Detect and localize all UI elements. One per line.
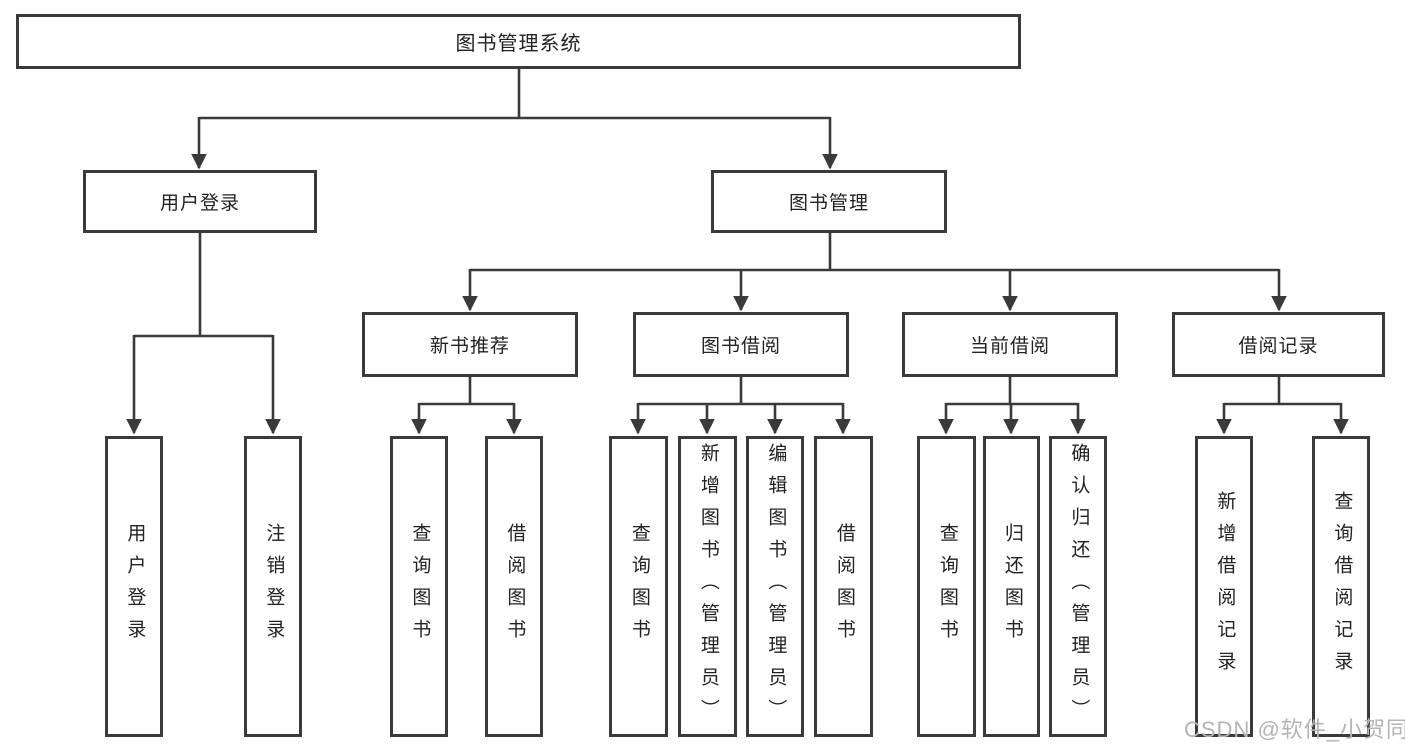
leaf-user-login: 用户登录 (105, 436, 163, 737)
leaf-borrowing-borrow-books: 借阅图书 (814, 436, 873, 737)
node-new-book-recommend: 新书推荐 (362, 312, 578, 377)
leaf-records-add-record-label: 新增借阅记录 (1214, 490, 1236, 683)
leaf-borrowing-edit-books-admin: 编辑图书（管理员） (746, 436, 804, 737)
leaf-borrowing-add-books-admin: 新增图书（管理员） (678, 436, 737, 737)
leaf-borrowing-query-books: 查询图书 (609, 436, 668, 737)
leaf-records-query-record-label: 查询借阅记录 (1331, 490, 1353, 683)
watermark-text: CSDN @软件_小贺同学 (1184, 717, 1405, 742)
node-book-borrowing: 图书借阅 (633, 312, 849, 377)
leaf-records-query-record: 查询借阅记录 (1312, 436, 1370, 737)
leaf-current-return-books: 归还图书 (983, 436, 1040, 737)
node-book-management-label: 图书管理 (788, 193, 869, 214)
leaf-current-confirm-return-admin-label: 确认归还（管理员） (1068, 442, 1090, 731)
leaf-user-login-label: 用户登录 (124, 522, 146, 651)
node-borrowing-records: 借阅记录 (1172, 312, 1385, 377)
node-current-borrowing-label: 当前借阅 (969, 336, 1050, 357)
node-current-borrowing: 当前借阅 (902, 312, 1118, 377)
leaf-borrowing-query-books-label: 查询图书 (628, 522, 650, 651)
node-user-login-label: 用户登录 (159, 193, 240, 214)
leaf-current-confirm-return-admin: 确认归还（管理员） (1049, 436, 1107, 737)
node-new-book-recommend-label: 新书推荐 (429, 336, 510, 357)
leaf-recommend-borrow-books: 借阅图书 (485, 436, 543, 737)
node-book-management: 图书管理 (711, 170, 947, 233)
node-book-borrowing-label: 图书借阅 (700, 336, 781, 357)
leaf-logout-login-label: 注销登录 (263, 522, 285, 651)
leaf-borrowing-edit-books-admin-label: 编辑图书（管理员） (765, 442, 787, 731)
leaf-logout-login: 注销登录 (244, 436, 302, 737)
leaf-current-query-books: 查询图书 (917, 436, 976, 737)
node-root-system: 图书管理系统 (16, 14, 1021, 69)
node-root-system-label: 图书管理系统 (455, 33, 582, 55)
leaf-borrowing-borrow-books-label: 借阅图书 (833, 522, 855, 651)
node-user-login: 用户登录 (83, 170, 317, 233)
node-borrowing-records-label: 借阅记录 (1238, 336, 1319, 357)
leaf-recommend-borrow-books-label: 借阅图书 (504, 522, 526, 651)
leaf-recommend-query-books: 查询图书 (390, 436, 448, 737)
leaf-current-return-books-label: 归还图书 (1001, 522, 1023, 651)
leaf-borrowing-add-books-admin-label: 新增图书（管理员） (697, 442, 719, 731)
leaf-current-query-books-label: 查询图书 (936, 522, 958, 651)
leaf-records-add-record: 新增借阅记录 (1195, 436, 1253, 737)
leaf-recommend-query-books-label: 查询图书 (409, 522, 431, 651)
